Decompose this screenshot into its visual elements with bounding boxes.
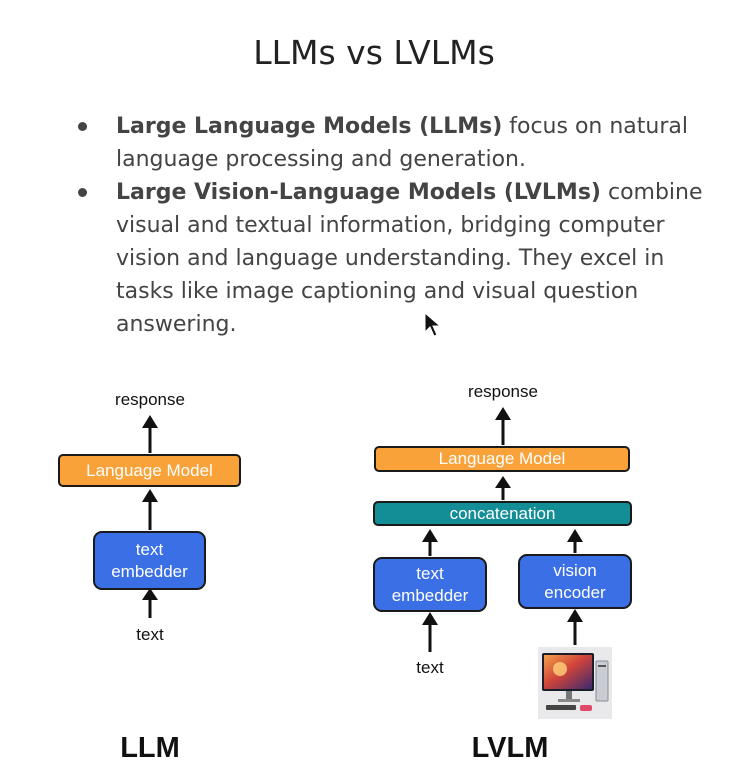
lvlm-text-input-label: text [416, 658, 444, 677]
bullet-lvlm-text: combine visual and textual information, … [116, 180, 703, 337]
lvlm-encoder-line1: vision [553, 560, 597, 580]
bullet-dot [78, 122, 87, 131]
bullet-lvlm: Large Vision-Language Models (LVLMs) com… [78, 176, 716, 341]
lvlm-embedder-line1: text [416, 563, 444, 583]
lvlm-caption: LVLM [471, 732, 549, 764]
arrow-lvlm-text-to-embedder [422, 612, 438, 652]
llm-text-embedder-box: text embedder [93, 531, 206, 590]
arrow-lvlm-embedder-to-concat [422, 529, 438, 556]
arrow-llm-lm-to-response [142, 415, 158, 453]
arrow-lvlm-image-to-encoder [567, 609, 583, 645]
lvlm-encoder-line2: encoder [544, 582, 606, 602]
bullet-dot [78, 188, 87, 197]
lvlm-concatenation-label: concatenation [449, 503, 556, 523]
llm-response-label: response [115, 390, 185, 409]
lvlm-vision-encoder-box: vision encoder [518, 554, 632, 609]
bullet-llm: Large Language Models (LLMs) focus on na… [78, 110, 716, 176]
arrow-lvlm-concat-to-lm [495, 476, 511, 500]
lvlm-language-model-label: Language Model [438, 449, 566, 468]
lvlm-concatenation-box: concatenation [373, 501, 632, 526]
bullet-llm-text: focus on natural language processing and… [116, 114, 688, 172]
lvlm-text-embedder-box: text embedder [373, 557, 487, 612]
llm-text-input-label: text [136, 625, 164, 644]
bullet-llm-term: Large Language Models (LLMs) [116, 114, 503, 139]
llm-embedder-line2: embedder [111, 561, 188, 581]
arrow-lvlm-encoder-to-concat [567, 529, 583, 553]
slide-title: LLMs vs LVLMs [253, 33, 495, 72]
arrow-lvlm-lm-to-response [495, 407, 511, 445]
lvlm-language-model-box: Language Model [374, 446, 630, 472]
arrow-llm-embedder-to-lm [142, 489, 158, 530]
bullet-lvlm-term: Large Vision-Language Models (LVLMs) [116, 180, 601, 205]
lvlm-embedder-line2: embedder [391, 585, 469, 605]
llm-language-model-box: Language Model [58, 454, 241, 487]
llm-caption: LLM [120, 732, 180, 764]
llm-embedder-line1: text [135, 539, 164, 559]
cursor-icon [424, 312, 442, 337]
lvlm-response-label: response [468, 382, 538, 401]
bullet-list: Large Language Models (LLMs) focus on na… [78, 110, 716, 341]
arrow-llm-text-to-embedder [142, 588, 158, 618]
llm-language-model-label: Language Model [86, 460, 213, 480]
computer-monitor-image [538, 647, 612, 719]
